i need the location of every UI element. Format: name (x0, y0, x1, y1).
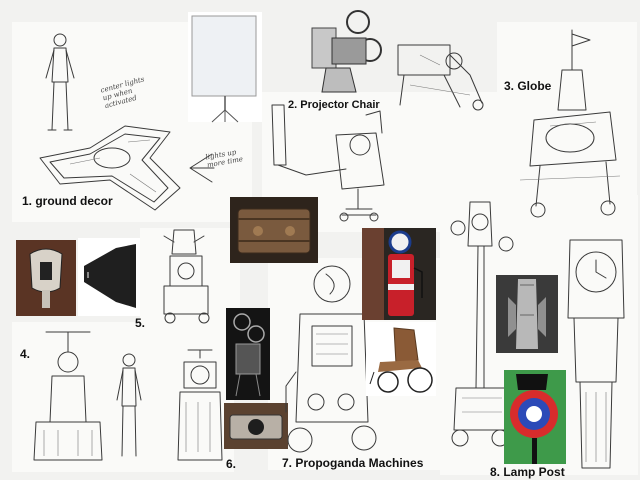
propaganda-machine-sketch (285, 265, 377, 453)
projector-chair-sketch (271, 104, 385, 222)
gas-pump-photo (362, 228, 436, 320)
globe-panel (497, 22, 637, 222)
item5-label: 5. (135, 316, 146, 330)
vintage-projector-photo (311, 10, 382, 93)
globe-label: 3. Globe (504, 79, 552, 93)
projector-chair-label: 2. Projector Chair (288, 99, 380, 111)
arrow-icon (189, 153, 215, 183)
ornate-chest-photo (230, 197, 318, 263)
item6-label: 6. (226, 457, 237, 471)
item4-panel (12, 322, 234, 472)
projector-cart-sketch (397, 44, 484, 111)
item4-tall-machine-sketch (33, 331, 103, 461)
chrome-sculpture-photo (496, 275, 558, 353)
wicker-wheelchair-photo (366, 322, 436, 396)
film-camera-photo (226, 308, 270, 400)
figure-sketch-2 (116, 353, 142, 457)
lamp-post-sketch (450, 201, 514, 447)
colorful-lamp-photo (504, 370, 566, 464)
ground-decor-label: 1. ground decor (22, 194, 113, 208)
propaganda-label: 7. Propoganda Machines (282, 456, 424, 470)
figure-sketch (45, 33, 75, 131)
gramophone-horn-photo (78, 238, 140, 316)
ground-decor-sketch (39, 125, 181, 211)
metal-tray-photo (224, 403, 288, 449)
lamp-post-label: 8. Lamp Post (490, 465, 565, 479)
clock-tower-sketch (567, 239, 625, 469)
globe-machine-sketch (519, 29, 621, 218)
item4-label: 4. (20, 347, 31, 361)
projection-screen-photo (188, 12, 262, 123)
retro-radio-photo (16, 240, 76, 316)
item5-machine-sketch (163, 229, 210, 324)
clock-machine-sketch (177, 349, 223, 461)
